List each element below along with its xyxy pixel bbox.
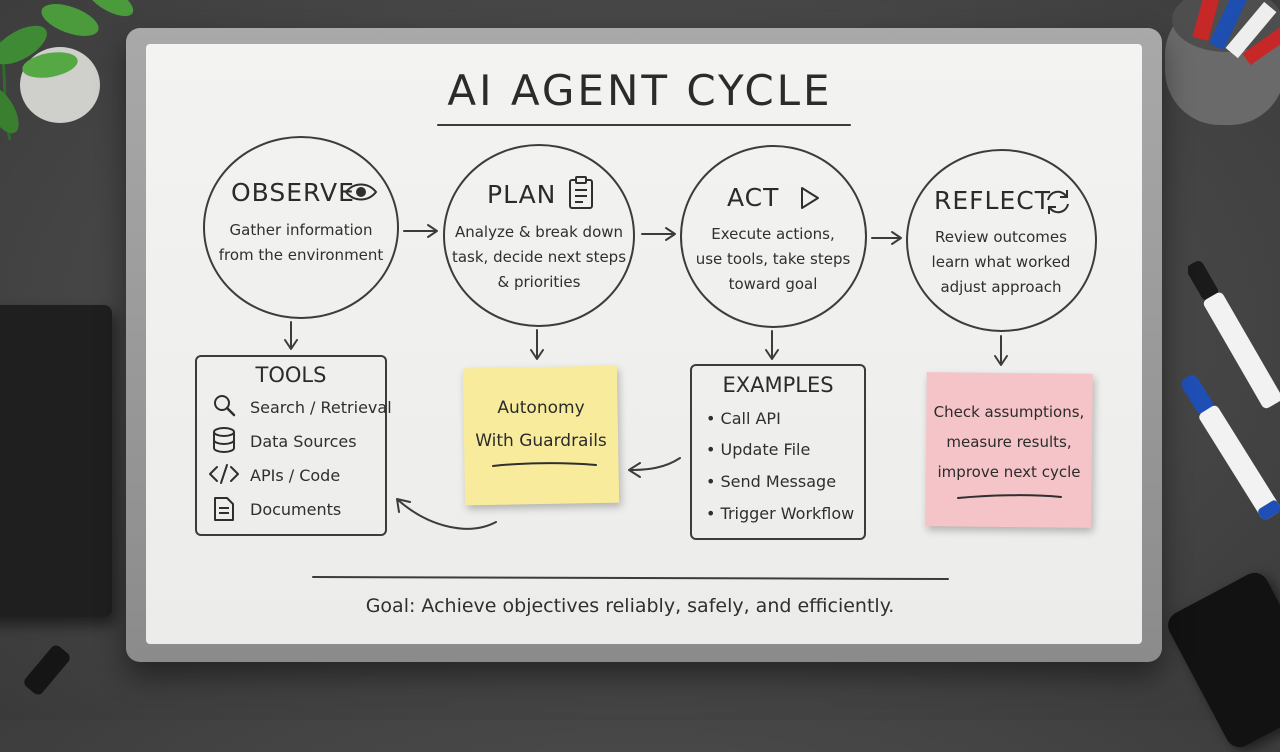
eye-icon	[344, 183, 378, 201]
arrow-plan-to-act	[641, 227, 676, 241]
reflect-note-line-2: measure results,	[946, 433, 1072, 451]
database-icon	[213, 427, 235, 453]
tool-item-data-sources: Data Sources	[250, 432, 357, 451]
plan-circle	[443, 144, 635, 327]
reflect-note-text: Check assumptions, measure results, impr…	[926, 397, 1092, 487]
tool-item-documents: Documents	[250, 500, 342, 519]
act-title: ACT	[727, 183, 780, 212]
play-icon	[801, 187, 819, 209]
goal-rule	[312, 576, 949, 580]
plant-icon	[0, 0, 134, 141]
observe-line-1: Gather information	[229, 221, 373, 239]
arrow-plan-to-note	[530, 329, 544, 360]
autonomy-note-line-1: Autonomy	[497, 398, 585, 418]
observe-line-2: from the environment	[218, 246, 384, 264]
marker-cup	[1165, 0, 1280, 132]
reflect-line-3: adjust approach	[940, 278, 1062, 296]
observe-description: Gather information from the environment	[208, 218, 394, 268]
tools-box	[195, 355, 387, 536]
blue-marker	[1175, 365, 1280, 530]
reflect-description: Review outcomes learn what worked adjust…	[908, 225, 1094, 300]
observe-circle	[203, 136, 399, 319]
autonomy-note-line-2: With Guardrails	[475, 431, 607, 451]
example-item-send-message: • Send Message	[706, 472, 837, 491]
examples-title: EXAMPLES	[722, 373, 834, 397]
arrow-act-to-examples	[765, 330, 779, 360]
arrow-observe-to-tools	[284, 321, 298, 350]
refresh-icon	[1047, 190, 1069, 214]
arrow-act-to-reflect	[871, 231, 902, 245]
arrow-note-to-tools	[396, 498, 497, 530]
diagram-title: AI AGENT CYCLE	[447, 66, 833, 115]
goal-statement: Goal: Achieve objectives reliably, safel…	[365, 595, 895, 617]
tool-item-apis-code: APIs / Code	[250, 466, 341, 485]
examples-box	[690, 364, 866, 540]
autonomy-note-text: Autonomy With Guardrails	[464, 392, 618, 458]
clipboard-icon	[569, 176, 593, 209]
arrow-examples-to-note	[628, 457, 681, 478]
example-item-trigger-workflow: • Trigger Workflow	[706, 504, 855, 523]
reflect-circle	[906, 149, 1097, 332]
example-item-update-file: • Update File	[706, 440, 811, 459]
plan-title: PLAN	[487, 180, 557, 209]
plan-line-3: & priorities	[497, 273, 581, 291]
arrow-observe-to-plan	[403, 224, 438, 238]
act-line-3: toward goal	[728, 275, 818, 293]
code-icon	[209, 464, 239, 484]
reflect-note-line-3: improve next cycle	[937, 463, 1081, 481]
reflect-note-underline	[957, 494, 1062, 499]
act-line-1: Execute actions,	[711, 225, 835, 243]
reflect-title: REFLECT	[934, 186, 1051, 215]
reflect-note-line-1: Check assumptions,	[933, 403, 1085, 421]
reflect-line-1: Review outcomes	[935, 228, 1067, 246]
notebook	[0, 305, 112, 617]
act-line-2: use tools, take steps	[695, 250, 851, 268]
observe-title: OBSERVE	[231, 178, 355, 207]
autonomy-note-underline	[492, 462, 597, 467]
act-circle	[680, 145, 867, 328]
tool-item-search: Search / Retrieval	[250, 398, 392, 417]
plan-description: Analyze & break down task, decide next s…	[446, 220, 632, 295]
document-icon	[214, 497, 234, 521]
example-item-call-api: • Call API	[706, 409, 781, 428]
tools-title: TOOLS	[255, 363, 327, 387]
plant	[0, 0, 160, 170]
act-description: Execute actions, use tools, take steps t…	[680, 222, 866, 297]
connectors	[284, 124, 1008, 580]
black-marker	[1186, 252, 1280, 422]
search-icon	[214, 395, 236, 417]
reflect-line-2: learn what worked	[931, 253, 1071, 271]
plan-line-1: Analyze & break down	[454, 223, 624, 241]
plan-line-2: task, decide next steps	[451, 248, 627, 266]
arrow-reflect-to-note	[994, 335, 1008, 366]
